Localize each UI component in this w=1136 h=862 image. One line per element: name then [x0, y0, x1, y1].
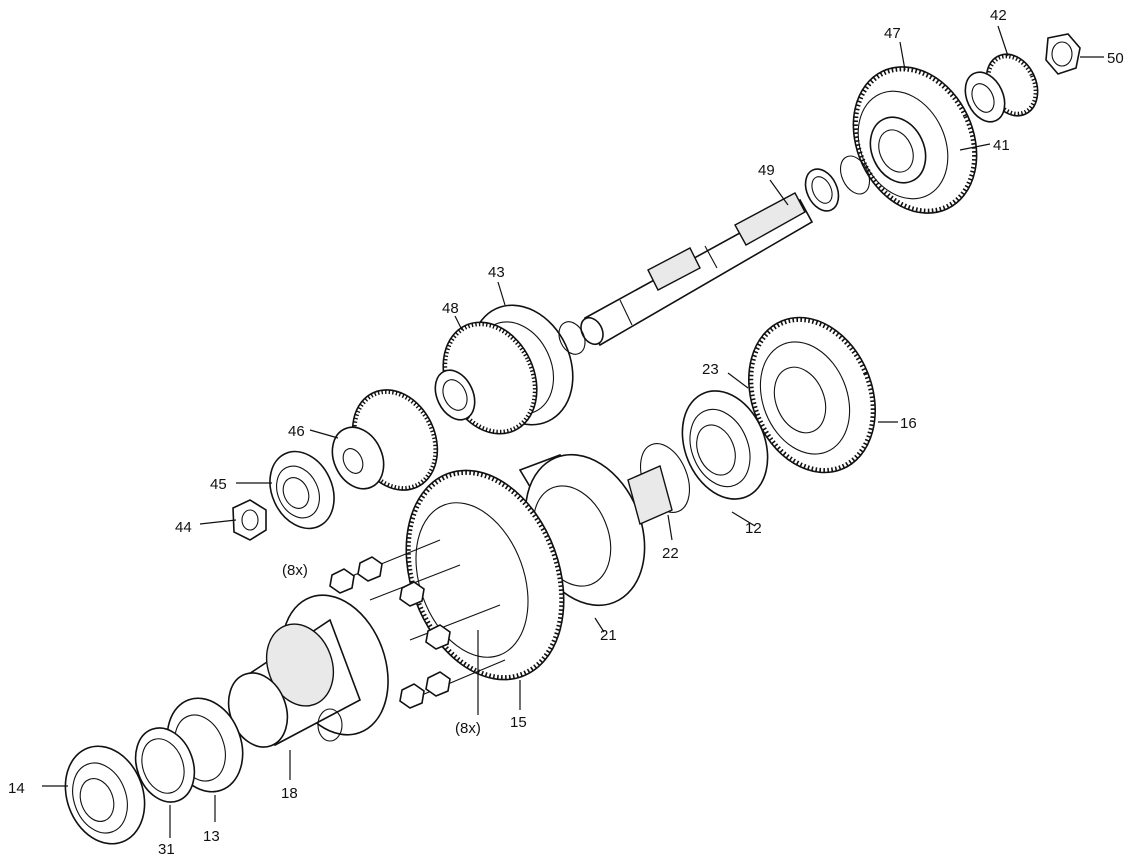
callout-8x-nuts: (8x): [455, 720, 481, 737]
callout-14: 14: [8, 780, 25, 797]
callout-12: 12: [745, 520, 762, 537]
callout-50: 50: [1107, 50, 1124, 67]
callout-49: 49: [758, 162, 775, 179]
callout-21: 21: [600, 627, 617, 644]
callout-47: 47: [884, 25, 901, 42]
gear-46: [331, 389, 439, 491]
callout-41: 41: [993, 137, 1010, 154]
bearing-12: [681, 390, 769, 500]
washer-49: [804, 155, 871, 212]
bearing-41: [869, 116, 927, 184]
main-shaft: [580, 192, 814, 347]
callout-18: 18: [281, 785, 298, 802]
callout-48: 48: [442, 300, 459, 317]
callout-16: 16: [900, 415, 917, 432]
bearing-45: [269, 450, 335, 530]
synchro-assembly-43: [434, 304, 586, 435]
gear-42: [964, 53, 1039, 123]
callout-42: 42: [990, 7, 1007, 24]
leader-lines: [42, 25, 1104, 838]
callout-15: 15: [510, 714, 527, 731]
callout-13: 13: [203, 828, 220, 845]
callout-43: 43: [488, 264, 505, 281]
callout-31: 31: [158, 841, 175, 858]
callout-23: 23: [702, 361, 719, 378]
callout-46: 46: [288, 423, 305, 440]
bearing-14: [64, 745, 146, 845]
nut-44: [232, 499, 267, 541]
callout-22: 22: [662, 545, 679, 562]
nut-50: [1045, 33, 1081, 75]
bolts-8x: [329, 539, 506, 709]
callout-8x-bolts: (8x): [282, 562, 308, 579]
callout-44: 44: [175, 519, 192, 536]
callout-45: 45: [210, 476, 227, 493]
washer-31: [134, 727, 196, 803]
diff-case-18: [227, 594, 389, 748]
callouts: 42 47 50 41 49 43 48 23 16 46 45 44 12 2…: [8, 7, 1124, 858]
